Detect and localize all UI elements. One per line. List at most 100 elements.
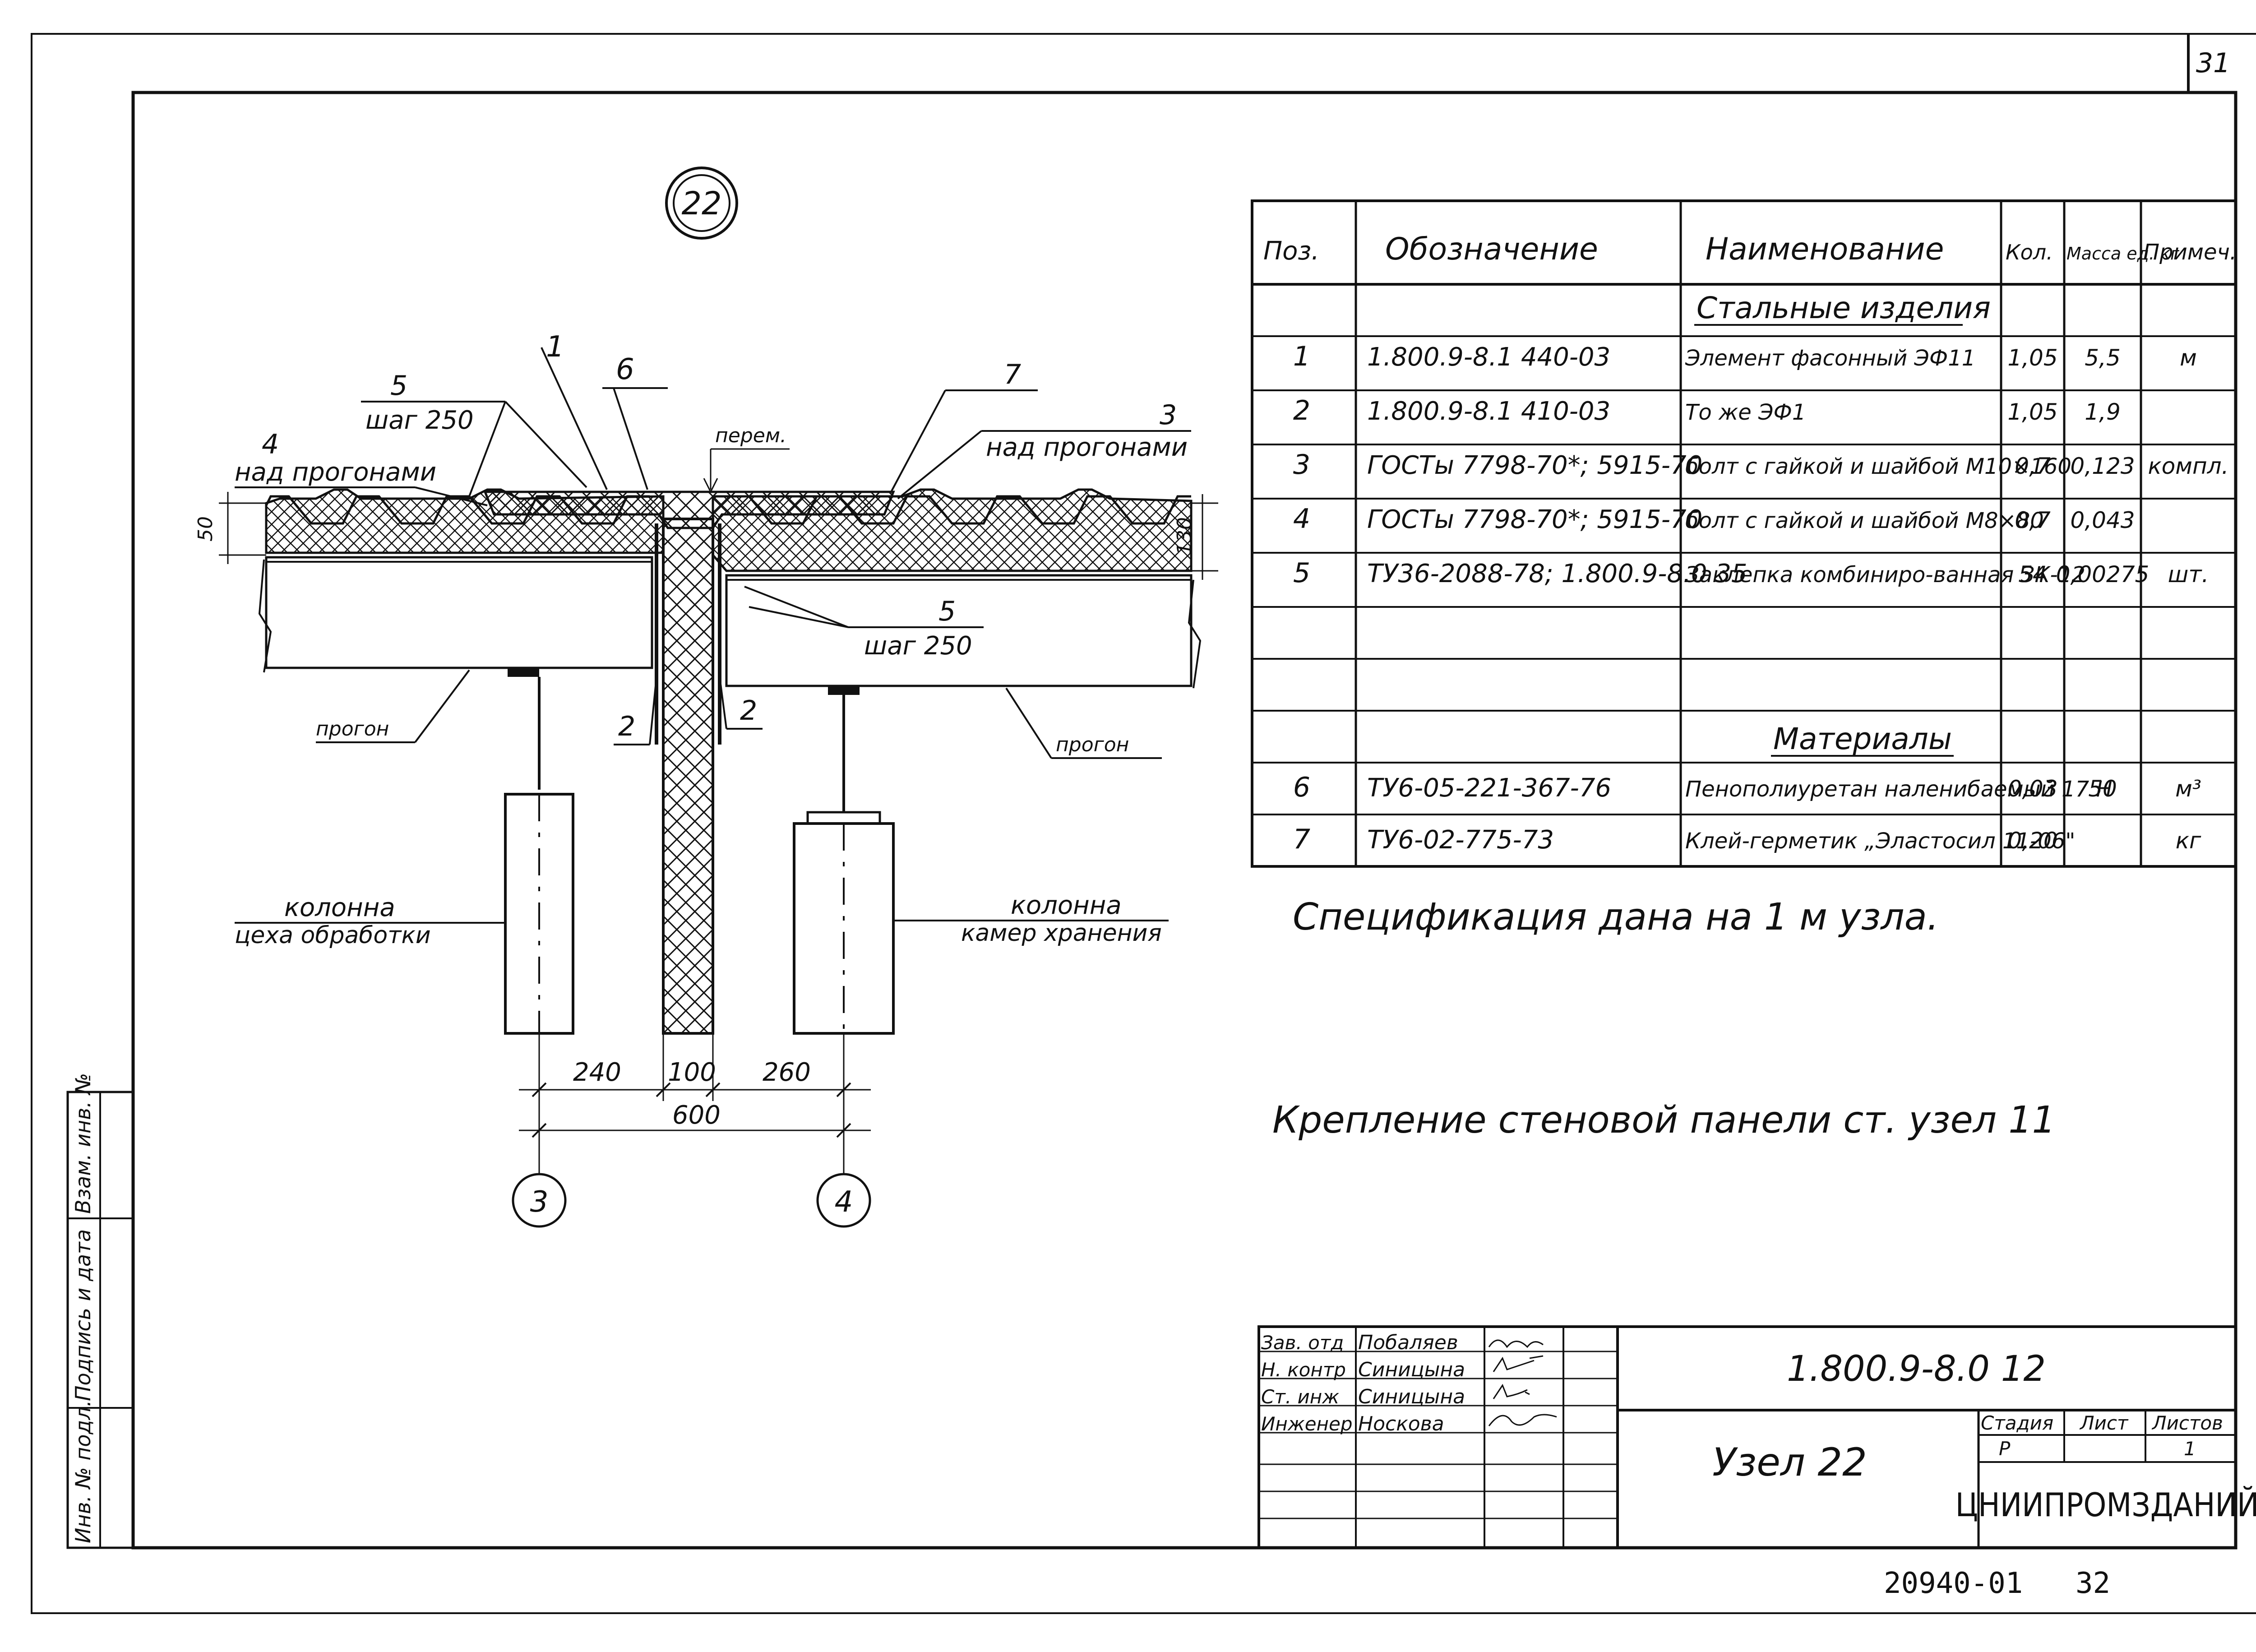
right-purlin [725, 574, 1193, 687]
document-code: 1.800.9-8.0 12 [1787, 1349, 2046, 1389]
dim-260: 260 [763, 1058, 811, 1087]
label-pos-1: 1 [546, 330, 564, 364]
spec-cell-note: кг [2176, 828, 2201, 854]
wall-panel [662, 518, 714, 1035]
spec-cell-qty: 0,03 [2007, 776, 2057, 802]
label-pos-3: 3 [1160, 399, 1177, 431]
dim-100: 100 [668, 1058, 716, 1087]
spec-cell-desig: ТУ36-2088-78; 1.800.9-8.0 35 [1367, 559, 1747, 588]
signature-1 [1488, 1339, 1544, 1348]
spec-cell-mass: 0,00275 [2056, 561, 2150, 588]
spec-cell-name: То же ЭФ1 [1685, 400, 1806, 425]
node-title: Узел 22 [1712, 1440, 1867, 1485]
spec-cell-pos: 2 [1293, 395, 1310, 426]
staff-name: Синицына [1358, 1385, 1465, 1408]
spec-cell-name: Клей-герметик „Эластосил 11-06" [1685, 828, 2075, 854]
label-over-purlins-left: над прогонами [235, 458, 436, 487]
bottom-code: 20940-01 [1884, 1567, 2023, 1600]
signature-4 [1488, 1414, 1557, 1426]
page-number-box [2187, 34, 2236, 94]
spec-table: Поз. Обозначение Наименование Кол. Масса… [1251, 199, 2237, 868]
staff-name: Носкова [1358, 1412, 1444, 1435]
axis-bubble-3 [512, 1173, 567, 1228]
label-pos-7: 7 [1004, 359, 1021, 390]
section-materials: Материалы [1773, 722, 1952, 756]
label-col-left-1: колонна [284, 893, 395, 922]
node-marker-label: 22 [681, 185, 721, 222]
spec-cell-desig: ТУ6-05-221-367-76 [1367, 773, 1611, 803]
label-purlin-right: прогон [1056, 733, 1129, 756]
label-step-lower: шаг 250 [864, 631, 972, 661]
spec-cell-mass: 5,5 [2085, 345, 2121, 371]
spec-cell-qty: 54 [2018, 561, 2047, 588]
label-perem: перем. [715, 424, 786, 447]
right-purlin-bearing [828, 686, 860, 695]
spec-cell-desig: 1.800.9-8.1 410-03 [1367, 397, 1610, 426]
spec-cell-qty: 0,7 [2015, 453, 2051, 479]
spec-cell-mass: 0,123 [2070, 453, 2135, 479]
spec-cell-mass: 0,043 [2070, 507, 2135, 533]
side-stamp: Инв. № подл. Подпись и дата Взам. инв. № [66, 1073, 134, 1549]
spec-cell-desig: ГОСТы 7798-70*; 5915-70 [1367, 451, 1702, 480]
label-over-purlins-right: над прогонами [986, 433, 1188, 462]
signature-2 [1493, 1355, 1544, 1372]
dim-240: 240 [573, 1058, 621, 1087]
spec-cell-qty: 0,7 [2015, 507, 2051, 533]
label-pos-2-right: 2 [740, 695, 757, 727]
label-col-left-2: цеха обработки [235, 922, 431, 949]
spec-caption: Спецификация дана на 1 м узла. [1293, 896, 1939, 939]
axis-label-3: 3 [530, 1185, 549, 1219]
header-note: Примеч. [2143, 240, 2237, 265]
spec-cell-name: Пенополиуретан наленибаемый 17 Н [1685, 777, 2113, 802]
label-pos-4: 4 [262, 429, 279, 460]
spec-cell-desig: 1.800.9-8.1 440-03 [1367, 342, 1610, 372]
stamp-replaced-inv: Взам. инв. № [71, 1073, 95, 1214]
node-marker-inner [673, 174, 730, 232]
spec-cell-note: шт. [2168, 561, 2209, 588]
dim-50: 50 [194, 516, 217, 541]
page-number: 31 [2196, 47, 2230, 79]
spec-cell-note: м [2180, 345, 2197, 371]
spec-cell-desig: ТУ6-02-775-73 [1367, 825, 1554, 855]
sheets-label: Листов [2151, 1412, 2223, 1434]
node-marker-outer [665, 167, 738, 240]
staff-role: Зав. отд [1261, 1332, 1344, 1354]
spec-cell-qty: 1,05 [2007, 345, 2057, 371]
spec-cell-name: Элемент фасонный ЭФ11 [1685, 346, 1975, 371]
label-pos-6: 6 [616, 353, 634, 386]
staff-role: Инженер [1261, 1413, 1353, 1435]
sheet-label: Лист [2079, 1412, 2129, 1434]
dim-600: 600 [672, 1101, 721, 1130]
spec-cell-pos: 7 [1293, 824, 1310, 855]
stamp-inv-original: Инв. № подл. [71, 1400, 95, 1543]
header-qty: Кол. [2006, 240, 2053, 264]
label-pos-5-top: 5 [390, 370, 407, 402]
organization-name: ЦНИИПРОМЗДАНИЙ [1956, 1486, 2256, 1524]
left-corrugated-sheet [265, 495, 650, 525]
mounting-note: Крепление стеновой панели ст. узел 11 [1272, 1099, 2056, 1142]
node-drawing: 22 1 [194, 167, 1218, 1228]
axis-label-4: 4 [835, 1185, 853, 1219]
staff-name: Синицына [1358, 1358, 1465, 1381]
stage-label: Стадия [1981, 1412, 2053, 1434]
spec-cell-note: компл. [2148, 453, 2228, 479]
spec-cell-name: болт с гайкой и шайбой М10×160 [1685, 454, 2071, 479]
label-col-right-1: колонна [1011, 891, 1122, 920]
label-pos-2-left: 2 [618, 711, 635, 742]
left-purlin [265, 556, 653, 669]
header-name: Наименование [1706, 231, 1944, 267]
outer-frame [31, 33, 2256, 1614]
label-pos-5-lower: 5 [938, 596, 956, 627]
spec-cell-note: м³ [2175, 776, 2201, 802]
label-purlin-left: прогон [316, 717, 389, 740]
staff-name: Побаляев [1358, 1331, 1458, 1354]
spec-cell-name: Заклепка комбиниро-ванная ЗК-12 [1685, 562, 2085, 588]
spec-cell-pos: 6 [1293, 772, 1310, 803]
spec-cell-pos: 4 [1293, 503, 1310, 535]
staff-role: Ст. инж [1261, 1386, 1339, 1408]
left-purlin-bearing [508, 668, 539, 677]
spec-cell-pos: 5 [1293, 557, 1310, 589]
